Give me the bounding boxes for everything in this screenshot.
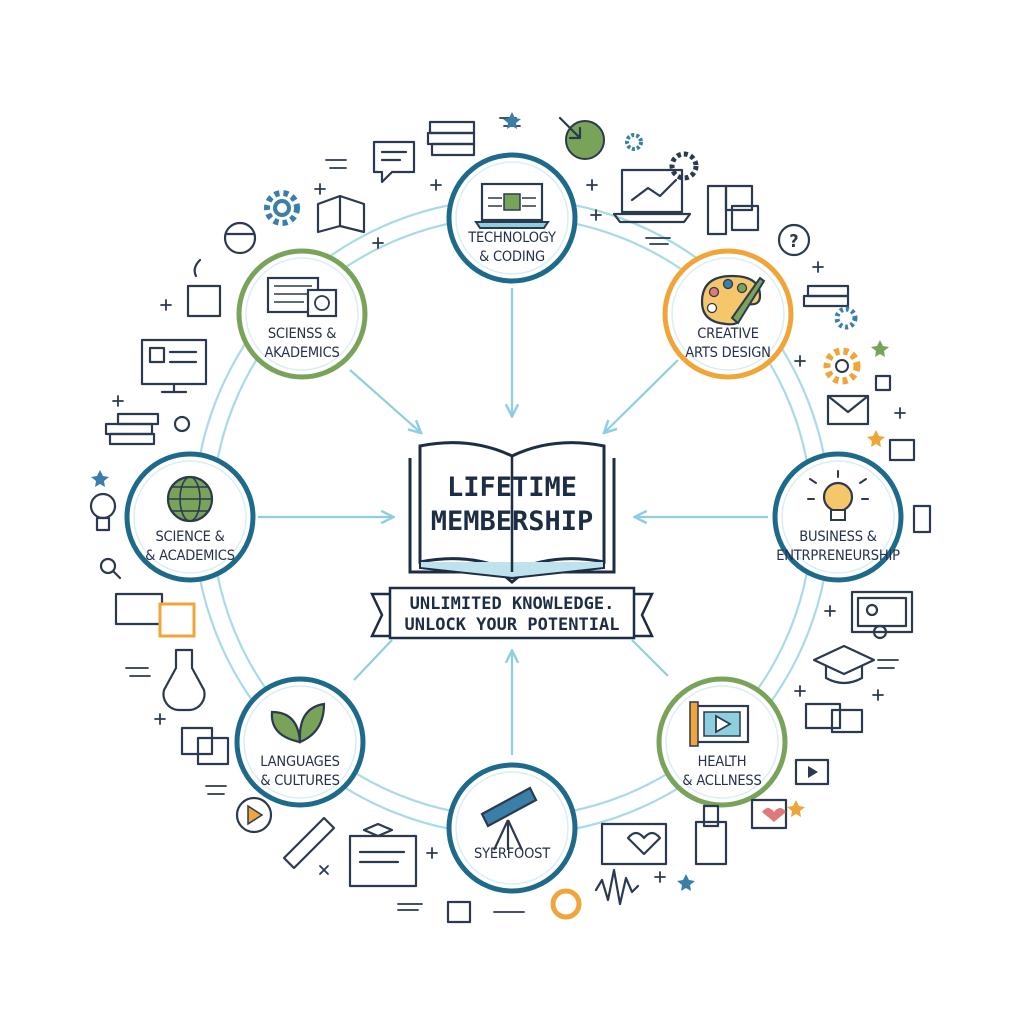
decorative-icons: ? xyxy=(89,116,932,924)
svg-text:?: ? xyxy=(789,231,798,252)
arrow-target-icon xyxy=(558,116,605,160)
node-inner-ring xyxy=(455,771,569,885)
node-label-line2: & ACADEMICS xyxy=(145,548,235,564)
telescope-icon xyxy=(480,786,538,851)
node-inner-ring xyxy=(781,460,895,574)
tagline-ribbon xyxy=(370,586,654,640)
node-inner-ring xyxy=(243,685,357,799)
node-label-line2: & CODING xyxy=(479,249,545,265)
arrow-bottom-right xyxy=(631,639,669,677)
gear-icon xyxy=(264,190,300,226)
photo-stack-icon xyxy=(180,726,230,766)
category-node-4: HEALTH & ACLLNESS xyxy=(656,676,788,808)
category-node-2: CREATIVE ARTS DESIGN xyxy=(662,248,794,380)
category-node-7: SCIENCE & & ACADEMICS xyxy=(124,451,256,583)
video-right-icon xyxy=(912,504,932,534)
settings-gear-icon xyxy=(669,151,699,181)
open-book-icon xyxy=(316,194,366,234)
center-title-line2: MEMBERSHIP xyxy=(431,506,594,537)
heart-chat-icon xyxy=(750,798,788,830)
category-node-3: BUSINESS & ENTRPRENEURSHIP xyxy=(772,451,904,583)
certificate-pen-icon xyxy=(348,822,418,888)
node-label-line1: TECHNOLOGY xyxy=(467,230,556,246)
small-box-icon xyxy=(874,374,892,392)
graduation-cap-icon xyxy=(812,644,876,685)
gear-orange-icon xyxy=(823,347,861,385)
globe-icon xyxy=(166,475,214,523)
node-label-line2: AKADEMICS xyxy=(264,345,339,361)
sun-icon xyxy=(173,415,191,433)
node-label-line1: HEALTH xyxy=(698,754,747,770)
magnifier-icon xyxy=(99,557,122,580)
center-book-icon xyxy=(408,441,616,584)
leaf-sprout-icon xyxy=(270,702,326,744)
chat-small-icon xyxy=(888,438,916,462)
bulb-left-icon xyxy=(89,492,117,532)
gear-small-icon xyxy=(834,306,858,330)
chat-bubble-icon xyxy=(372,140,416,184)
profile-monitor-icon xyxy=(140,338,208,394)
arrow-top-right xyxy=(605,359,679,432)
flask-icon xyxy=(162,648,206,712)
books-left-icon xyxy=(104,412,160,446)
lightbulb-icon xyxy=(807,470,869,521)
chat-dots-icon xyxy=(114,592,196,638)
sparkle-marks xyxy=(112,117,906,913)
node-label-line1: CREATIVE xyxy=(697,326,759,342)
node-inner-ring xyxy=(671,257,785,371)
connector-arrows xyxy=(258,288,768,755)
palette-brush-icon xyxy=(700,274,766,326)
video-play-icon xyxy=(689,701,750,747)
category-nodes: TECHNOLOGY & CODING CREATIVE ARTS DESIGN BUS… xyxy=(124,152,904,894)
tagline-line1: UNLIMITED KNOWLEDGE. xyxy=(410,594,615,614)
category-node-6: LANGUAGES & CULTURES xyxy=(234,676,366,808)
sound-wave-icon xyxy=(594,868,640,906)
node-label-line2: & ACLLNESS xyxy=(682,773,761,789)
chat-pair-icon xyxy=(804,702,864,734)
star-marks xyxy=(91,112,889,891)
basket-icon xyxy=(223,221,257,255)
gears-right-icon xyxy=(625,133,643,151)
laptop-chart-icon xyxy=(612,168,692,224)
category-node-1: TECHNOLOGY & CODING xyxy=(446,152,578,284)
pencil-icon xyxy=(282,816,336,870)
book-heart-icon xyxy=(600,822,668,866)
certificate-icon xyxy=(850,590,914,640)
center-title-line1: LIFETIME xyxy=(447,472,577,503)
clipboard-health-icon xyxy=(694,804,728,866)
node-inner-ring xyxy=(455,161,569,275)
arrow-bottom-left xyxy=(353,639,393,681)
question-icon: ? xyxy=(777,223,811,257)
category-node-8: SCIENSS & AKADEMICS xyxy=(236,248,368,380)
node-label-line1: LANGUAGES xyxy=(260,754,339,770)
box-icon xyxy=(446,900,472,924)
node-label-line1: SCIENCE & xyxy=(155,529,224,545)
play-circle-icon xyxy=(235,796,273,834)
mail-icon xyxy=(826,394,870,426)
node-label-line1: SCIENSS & xyxy=(268,326,336,342)
books-right-icon xyxy=(802,284,850,308)
category-node-5: SYERFOOST xyxy=(446,762,578,894)
document-icon xyxy=(706,184,760,236)
node-label-line1: BUSINESS & xyxy=(799,529,877,545)
node-inner-ring xyxy=(245,257,359,371)
arrow-top-left xyxy=(349,369,420,432)
monitor-document-icon xyxy=(266,276,338,318)
cube-icon xyxy=(186,258,222,318)
node-inner-ring xyxy=(133,460,247,574)
play-small-icon xyxy=(794,758,830,786)
tagline-line2: UNLOCK YOUR POTENTIAL xyxy=(405,615,620,635)
node-inner-ring xyxy=(665,685,779,799)
node-label-line2: & CULTURES xyxy=(260,773,339,789)
refresh-icon xyxy=(550,888,582,920)
node-label-line2: ARTS DESIGN xyxy=(685,345,770,361)
book-stack-icon xyxy=(426,120,476,157)
node-label-line1: SYERFOOST xyxy=(474,846,551,862)
node-label-line2: ENTRPRENEURSHIP xyxy=(776,548,900,564)
laptop-circuit-icon xyxy=(474,182,550,229)
